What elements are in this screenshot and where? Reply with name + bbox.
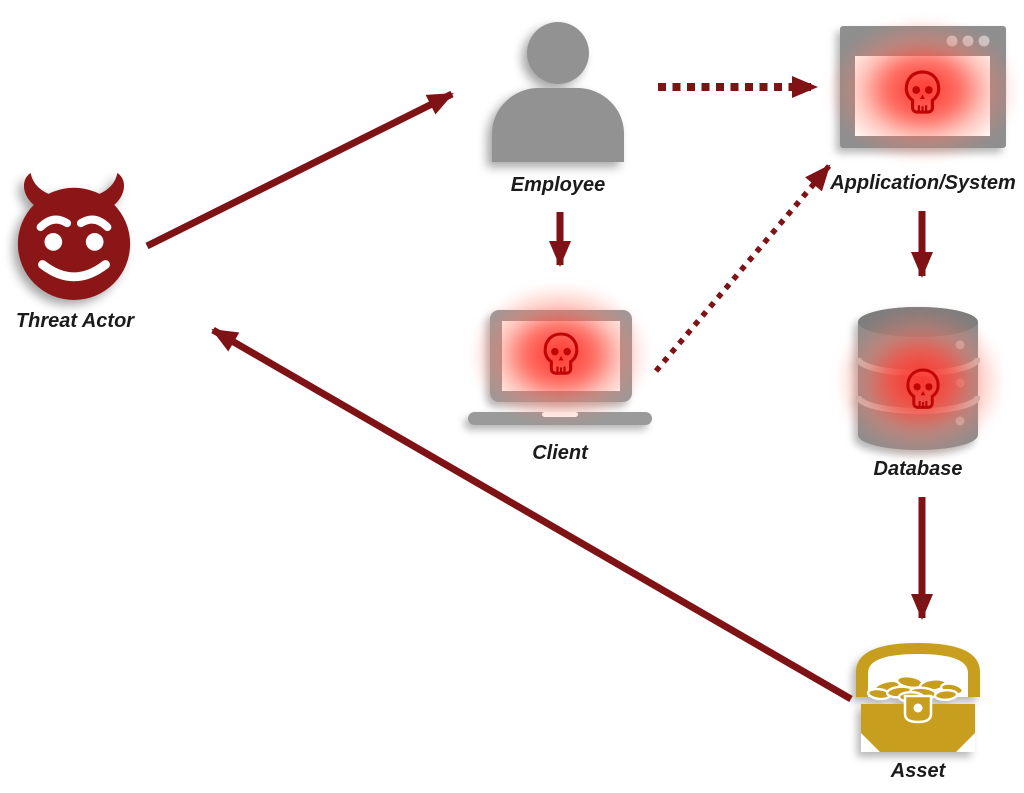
- node-database: Database: [836, 300, 1004, 480]
- node-threat-actor: Threat Actor: [10, 170, 140, 332]
- node-label-application: Application/System: [830, 172, 1016, 194]
- node-label-database: Database: [873, 458, 963, 480]
- node-employee: Employee: [490, 22, 626, 196]
- devil-icon: [17, 172, 131, 300]
- edge-client-to-application: [653, 164, 832, 373]
- node-asset: Asset: [853, 640, 983, 782]
- node-client: Client: [468, 284, 652, 464]
- database-cylinder-icon: [855, 307, 981, 450]
- node-label-asset: Asset: [890, 760, 946, 782]
- node-label-client: Client: [532, 442, 588, 464]
- person-icon: [492, 22, 624, 162]
- node-label-threat-actor: Threat Actor: [15, 310, 135, 332]
- edge-threat-actor-to-employee: [145, 90, 454, 250]
- laptop-icon: [468, 310, 652, 425]
- node-label-employee: Employee: [510, 174, 606, 196]
- treasure-chest-icon: [856, 643, 980, 752]
- browser-window-icon: [840, 26, 1006, 148]
- node-application: Application/System: [828, 18, 1018, 194]
